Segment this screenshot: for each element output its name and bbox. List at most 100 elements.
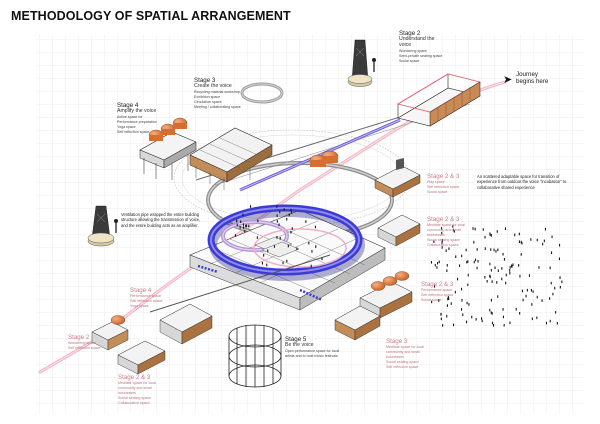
person-figure [273, 245, 275, 248]
person-figure [266, 263, 268, 267]
person-figure [522, 298, 524, 302]
person-figure [495, 250, 497, 253]
person-figure [531, 317, 533, 321]
person-figure [554, 286, 556, 290]
stage4-tanks [148, 117, 188, 141]
person-figure [434, 285, 436, 288]
person-figure [519, 274, 521, 278]
stage-item: Semi-private seating space [399, 53, 443, 58]
person-figure [279, 237, 281, 240]
stage-item: businesses [386, 354, 404, 359]
person-figure [558, 257, 560, 261]
stage-heading: Stage 3 [194, 77, 216, 84]
person-figure [497, 248, 499, 252]
person-figure [490, 298, 492, 302]
person-figure [481, 319, 483, 323]
person-figure [486, 280, 488, 283]
stage-item: Wondering space [68, 341, 96, 346]
person-figure [433, 240, 435, 243]
person-figure [441, 231, 443, 235]
person-figure [441, 241, 443, 244]
crowd-center [235, 205, 323, 268]
person-figure [521, 241, 523, 245]
plaza-side-right [299, 247, 386, 311]
person-figure [528, 274, 530, 277]
person-figure [504, 227, 506, 230]
person-figure [441, 239, 443, 242]
person-figure [244, 229, 246, 233]
person-figure [559, 285, 561, 289]
person-figure [457, 277, 459, 281]
tower-stage2 [347, 39, 376, 87]
person-figure [549, 297, 551, 300]
person-figure [520, 253, 522, 256]
person-figure [446, 269, 448, 272]
person-figure [290, 211, 292, 214]
stage-heading: Stage 2 & 3 [427, 216, 460, 223]
person-figure [461, 254, 463, 258]
stage-item: Meditate space for local [427, 223, 465, 228]
person-figure [279, 210, 281, 214]
person-figure [476, 266, 478, 270]
stage-item: Self reflection space [421, 292, 454, 297]
person-figure [466, 301, 468, 305]
stage-sub: Understand the [399, 36, 435, 43]
person-figure [559, 243, 561, 247]
person-figure [536, 238, 538, 242]
stage4-building [139, 117, 197, 180]
person-figure [447, 297, 449, 301]
stage-item: artists and to host music festivals [285, 353, 338, 358]
person-figure [466, 260, 468, 264]
person-figure [248, 224, 250, 228]
person-figure [530, 238, 532, 241]
person-figure [452, 228, 454, 232]
person-figure [484, 247, 486, 250]
pink-loop [253, 228, 347, 268]
stage-item: Performance preparation [117, 119, 157, 124]
person-figure [256, 236, 258, 239]
stage-item: Yoga space [117, 124, 136, 129]
stage-heading: Stage 4 [117, 102, 139, 109]
person-figure [314, 225, 316, 229]
person-figure [441, 227, 443, 230]
stage-item: Self reflection space [386, 364, 419, 369]
scattered-callout: An scattered adaptable space for transit… [477, 174, 567, 190]
stage-item: Collaborative space [427, 242, 459, 247]
stage23-left-label: Stage 2 & 3 Meditate space for local com… [118, 374, 156, 405]
person-figure [505, 281, 507, 285]
person-figure [482, 228, 484, 231]
journey-label: Journey begins here [516, 71, 549, 86]
stage-item: Performance space [130, 294, 162, 299]
person-figure [552, 292, 554, 296]
person-figure [489, 308, 491, 312]
stage2-left-building [91, 315, 129, 351]
stage-heading: Stage 4 [130, 287, 152, 294]
center-tanks [309, 150, 339, 167]
person-figure [496, 281, 498, 284]
person-figure [288, 213, 290, 217]
person-figure [448, 297, 450, 300]
person-figure [276, 214, 278, 217]
person-figure [491, 321, 493, 325]
stage-heading: Stage 2 [399, 30, 421, 37]
stage-sub: Create the voice [194, 83, 232, 90]
stage-item: Meditate space for local [386, 345, 424, 350]
person-figure [257, 219, 259, 223]
stage23-b-label: Stage 2 & 3 Meditate space for local com… [427, 216, 465, 247]
person-figure [509, 269, 511, 272]
person-figure [475, 258, 477, 262]
person-figure [549, 266, 551, 270]
person-figure [263, 254, 265, 257]
stage5-label: Stage 5 Be the voice Open performance sp… [285, 336, 339, 359]
person-figure [278, 223, 280, 227]
person-figure [467, 260, 469, 263]
person-figure [461, 287, 463, 291]
stage2-building [396, 73, 482, 127]
stage3-building [189, 127, 273, 190]
person-figure [494, 266, 496, 270]
person-figure [321, 257, 323, 261]
purple-loop-inner [222, 221, 288, 251]
person-figure [283, 208, 285, 211]
person-figure [518, 240, 520, 243]
stage-sub: Be the voice [285, 342, 314, 349]
